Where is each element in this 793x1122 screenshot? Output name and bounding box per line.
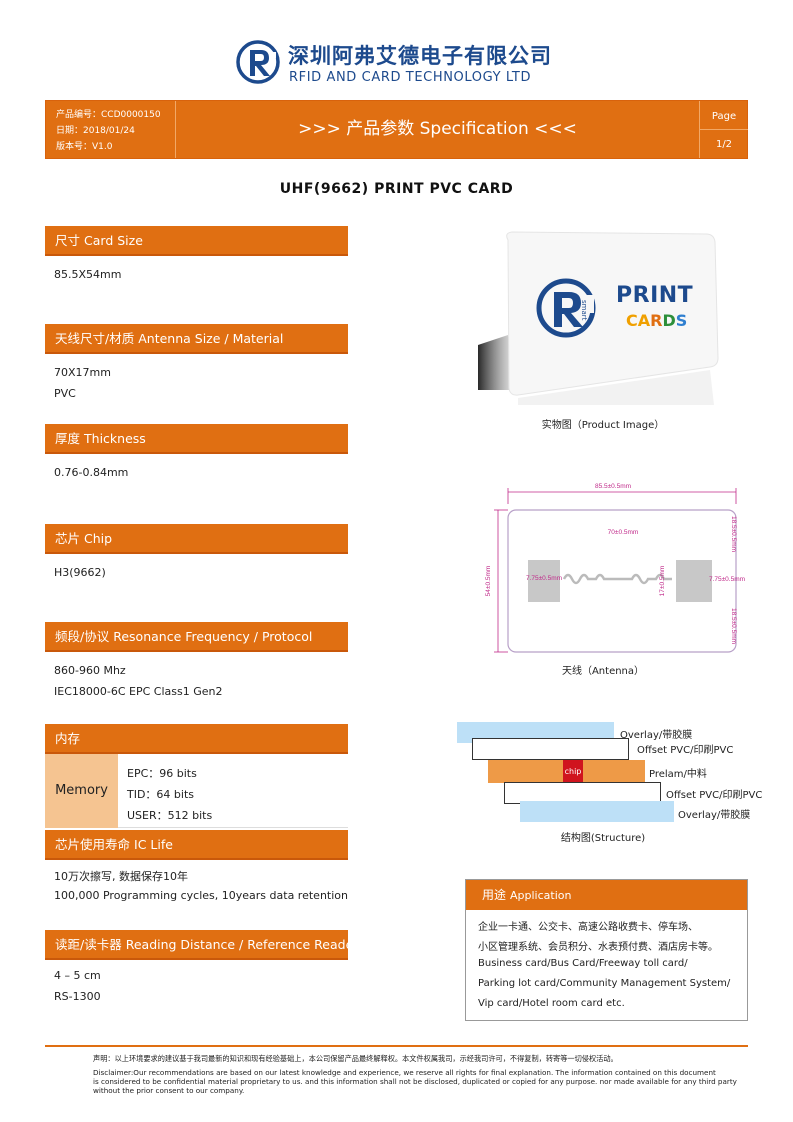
doc-date: 日期：2018/01/24 <box>56 126 135 136</box>
antenna-right-margin-label: 7.75±0.5mm <box>709 576 745 583</box>
layer-overlay-top-label: Overlay/带胶膜 <box>620 730 693 741</box>
product-image-caption: 实物图（Product Image） <box>541 420 665 431</box>
chip-marker: chip <box>563 760 583 783</box>
memory-table: Memory EPC：96 bits TID：64 bits USER：512 … <box>45 754 348 828</box>
disclaimer-en-3: without the prior consent to our company… <box>93 1086 245 1095</box>
product-number: 产品编号：CCD0000150 <box>56 110 161 120</box>
memory-user: USER：512 bits <box>127 809 213 822</box>
layer-overlay-bottom <box>520 801 674 822</box>
ic-life-en: 100,000 Programming cycles, 10years data… <box>54 889 348 902</box>
antenna-inner-width-label: 70±0.5mm <box>608 529 639 536</box>
antenna-size-value: 70X17mm <box>54 366 111 379</box>
antenna-top-margin-label: 18.5±0.5mm <box>730 516 737 552</box>
disclaimer-en-2: is considered to be confidential materia… <box>93 1077 737 1086</box>
product-title: UHF(9662) PRINT PVC CARD <box>279 181 514 197</box>
layer-offset-bottom-label: Offset PVC/印刷PVC <box>666 790 763 801</box>
section-memory: 内存 <box>45 724 348 754</box>
protocol-value: IEC18000-6C EPC Class1 Gen2 <box>54 685 223 698</box>
card-size-value: 85.5X54mm <box>54 268 122 281</box>
page-label: Page <box>711 111 737 122</box>
antenna-inner-height-label: 17±0.5mm <box>659 566 666 597</box>
memory-epc: EPC：96 bits <box>127 767 197 780</box>
application-line: Business card/Bus Card/Freeway toll card… <box>478 958 688 969</box>
application-line: 小区管理系统、会员积分、水表预付费、酒店房卡等。 <box>478 942 718 953</box>
footer-divider <box>45 1045 748 1047</box>
application-line: Parking lot card/Community Management Sy… <box>478 978 731 989</box>
doc-meta: 产品编号：CCD0000150 日期：2018/01/24 版本号：V1.0 <box>46 101 176 158</box>
doc-version: 版本号：V1.0 <box>56 142 113 152</box>
reader-value: RS-1300 <box>54 990 101 1003</box>
antenna-left-margin-label: 7.75±0.5mm <box>526 575 562 582</box>
layer-offset-top <box>472 738 629 760</box>
company-logo-icon <box>236 40 280 84</box>
antenna-diagram: 85.5±0.5mm 70±0.5mm 7.75±0.5mm 7.75±0.5m… <box>485 483 745 653</box>
antenna-material-value: PVC <box>54 387 76 400</box>
layer-prelam-label: Prelam/中料 <box>649 769 707 780</box>
antenna-bottom-margin-label: 18.5±0.5mm <box>730 608 737 644</box>
page-number: 1/2 <box>715 139 733 150</box>
layer-offset-top-label: Offset PVC/印刷PVC <box>637 745 734 756</box>
ic-life-cn: 10万次擦写, 数据保存10年 <box>54 870 188 883</box>
structure-caption: 结构图(Structure) <box>560 833 646 844</box>
memory-tid: TID：64 bits <box>127 788 195 801</box>
antenna-height-label: 54±0.5mm <box>485 566 492 597</box>
company-name-cn: 深圳阿弗艾德电子有限公司 <box>288 44 552 68</box>
antenna-caption: 天线（Antenna） <box>561 666 645 677</box>
chip-value: H3(9662) <box>54 566 106 579</box>
application-line: 企业一卡通、公交卡、高速公路收费卡、停车场、 <box>478 922 698 933</box>
banner-title: >>> 产品参数 Specification <<< <box>298 119 577 139</box>
header-banner: 产品编号：CCD0000150 日期：2018/01/24 版本号：V1.0 >… <box>45 100 748 159</box>
card-logo-smart: smart <box>580 300 588 321</box>
card-logo-icon <box>536 278 596 338</box>
company-name-en: RFID AND CARD TECHNOLOGY LTD <box>289 70 532 85</box>
product-photo <box>478 230 728 410</box>
antenna-width-label: 85.5±0.5mm <box>595 483 631 490</box>
frequency-value: 860-960 Mhz <box>54 664 126 677</box>
layer-overlay-bottom-label: Overlay/带胶膜 <box>678 810 751 821</box>
memory-label: Memory <box>45 754 118 828</box>
application-line: Vip card/Hotel room card etc. <box>478 998 625 1009</box>
reading-distance-value: 4 – 5 cm <box>54 969 101 982</box>
disclaimer-en-1: Disclaimer:Our recommendations are based… <box>93 1068 716 1077</box>
card-text-cards: CARDS <box>626 311 688 330</box>
page-indicator: Page 1/2 <box>699 101 748 158</box>
disclaimer-cn: 声明：以上环境要求的建议基于我司最新的知识和现有经验基础上，本公司保留产品最终解… <box>93 1054 618 1063</box>
layer-overlay-top <box>457 722 614 743</box>
card-text-print: PRINT <box>616 283 694 308</box>
thickness-value: 0.76-0.84mm <box>54 466 129 479</box>
